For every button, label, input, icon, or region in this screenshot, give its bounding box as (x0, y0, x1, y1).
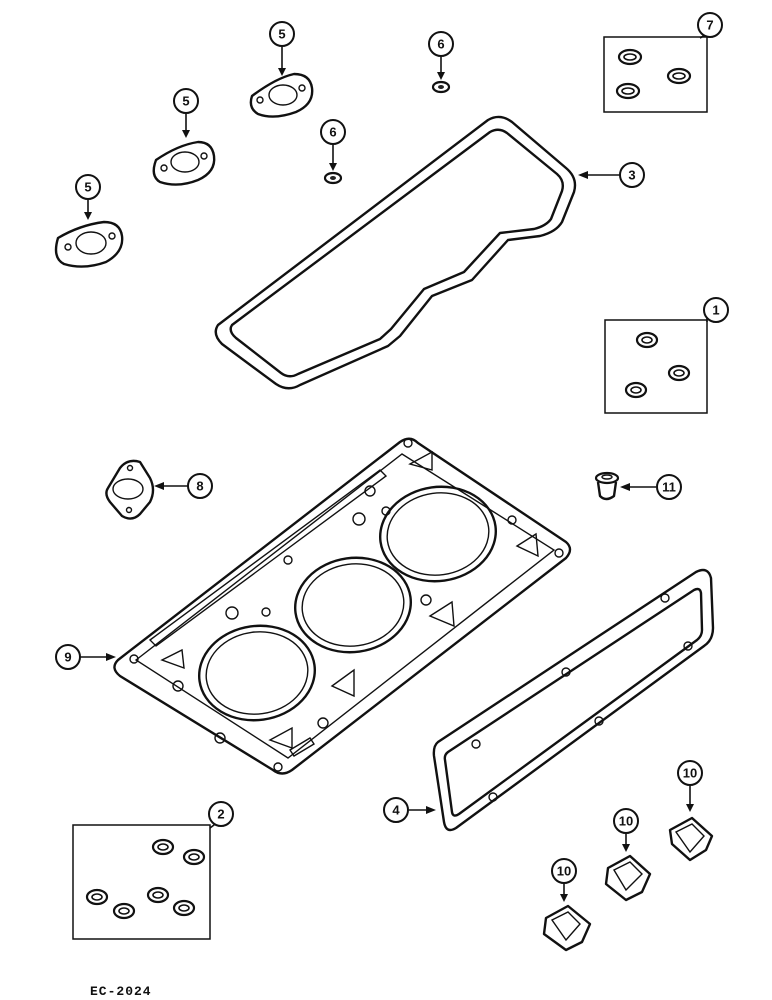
callout-6-top-label: 6 (437, 37, 444, 52)
callout-8-label: 8 (196, 479, 203, 494)
callout-7-label: 7 (706, 18, 713, 33)
callout-10-left: 10 (551, 858, 577, 884)
callout-2: 2 (208, 801, 234, 827)
callout-7: 7 (697, 12, 723, 38)
callout-6-mid: 6 (320, 119, 346, 145)
manifold-gasket-b (152, 140, 216, 186)
callout-6-mid-label: 6 (329, 125, 336, 140)
callout-11-label: 11 (662, 480, 676, 495)
manifold-gasket-a (54, 220, 124, 268)
leader-lines (80, 33, 708, 902)
head-gasket (113, 437, 572, 775)
callout-11: 11 (656, 474, 682, 500)
callout-10-right-label: 10 (683, 766, 697, 781)
flange-gasket (105, 459, 155, 520)
cover-gasket-c (542, 904, 592, 952)
callout-6-top: 6 (428, 31, 454, 57)
o-ring-kit-box-1 (604, 319, 708, 414)
callout-8: 8 (187, 473, 213, 499)
manifold-gasket-c (249, 72, 314, 118)
callout-5-left-label: 5 (84, 180, 91, 195)
plug-grommet (594, 471, 620, 501)
callout-2-label: 2 (217, 807, 224, 822)
callout-9: 9 (55, 644, 81, 670)
callout-10-mid-label: 10 (619, 814, 633, 829)
callout-5-top: 5 (269, 21, 295, 47)
valve-cover-gasket (214, 115, 577, 390)
callout-9-label: 9 (64, 650, 71, 665)
callout-4-label: 4 (392, 803, 400, 818)
figure-code: EC-2024 (90, 984, 152, 999)
callout-4: 4 (383, 797, 409, 823)
callout-5-top-label: 5 (278, 27, 285, 42)
cover-gasket-a (668, 816, 714, 862)
callout-1: 1 (703, 297, 729, 323)
cover-gasket-b (604, 854, 652, 902)
callout-1-label: 1 (712, 303, 719, 318)
seal-washer-a (431, 80, 451, 94)
callout-5-mid: 5 (173, 88, 199, 114)
side-cover-gasket (432, 568, 715, 832)
callout-3: 3 (619, 162, 645, 188)
o-ring-kit-box-2 (72, 824, 211, 940)
callout-10-mid: 10 (613, 808, 639, 834)
callout-10-right: 10 (677, 760, 703, 786)
callout-10-left-label: 10 (557, 864, 571, 879)
callout-5-mid-label: 5 (182, 94, 189, 109)
callout-5-left: 5 (75, 174, 101, 200)
seal-washer-b (323, 171, 343, 185)
o-ring-kit-box-7 (603, 36, 708, 113)
callout-3-label: 3 (628, 168, 635, 183)
